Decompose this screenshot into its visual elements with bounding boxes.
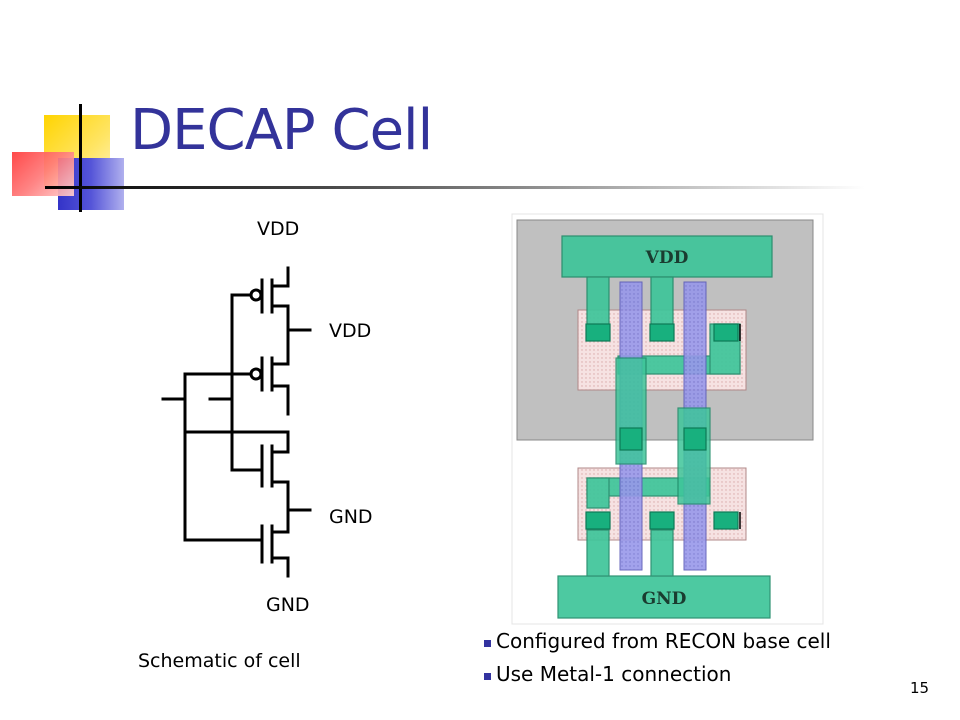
contact-3 [713, 323, 739, 342]
contact-6 [713, 511, 739, 530]
gnd-strap-mid [650, 529, 674, 577]
contact-5 [649, 511, 675, 530]
deco-vertical-line [79, 104, 82, 212]
deco-horizontal-line [45, 186, 865, 189]
gnd-strap-left [586, 529, 610, 577]
poly-contact-right [683, 427, 707, 451]
page-number: 15 [910, 679, 930, 697]
label-vdd-mid: VDD [329, 320, 372, 342]
layout-gnd-label: GND [642, 589, 687, 609]
contact-1 [585, 323, 611, 342]
contact-2 [649, 323, 675, 342]
vdd-rail [561, 235, 773, 278]
metal-right-vertical [677, 407, 711, 505]
metal-nmos-left [586, 477, 610, 509]
vdd-strap-mid [650, 276, 674, 326]
bullet-list: Configured from RECON base cell Use Meta… [484, 627, 831, 693]
poly-contact-left [619, 427, 643, 451]
vdd-strap-left [586, 276, 610, 326]
layout-vdd-label: VDD [645, 248, 689, 268]
label-gnd-bottom: GND [266, 594, 310, 616]
schematic-caption: Schematic of cell [138, 650, 301, 672]
bullet-item: Configured from RECON base cell [484, 627, 831, 660]
label-gnd-mid: GND [329, 506, 373, 528]
label-vdd-top: VDD [257, 218, 300, 240]
contact-4 [585, 511, 611, 530]
slide-title: DECAP Cell [130, 98, 433, 163]
gnd-rail [557, 575, 771, 619]
bullet-item: Use Metal-1 connection [484, 660, 831, 693]
